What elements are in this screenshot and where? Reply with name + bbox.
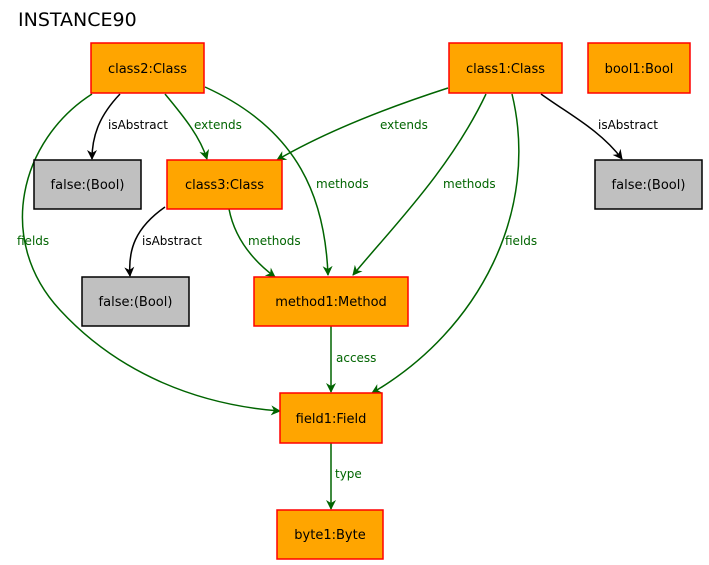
edge-class3-isabstract [124,206,166,277]
node-method1[interactable]: method1:Method [253,276,409,327]
edge-class1-fields [371,93,520,394]
edge-label-class1-isabstract: isAbstract [598,118,658,132]
node-label-byte1: byte1:Byte [294,528,365,543]
edge-label-field1-type: type [335,467,362,481]
edge-label-class1-extends: extends [380,118,428,132]
edge-label-class3-isabstract: isAbstract [142,234,202,248]
node-false-bool-1[interactable]: false:(Bool) [33,159,142,210]
node-label-false-bool-3: false:(Bool) [612,178,686,193]
edge-label-class1-fields: fields [505,234,537,248]
node-class1[interactable]: class1:Class [448,42,563,94]
node-class3[interactable]: class3:Class [166,159,283,210]
node-label-method1: method1:Method [275,295,387,310]
edge-class2-extends [164,93,210,160]
node-label-false-bool-1: false:(Bool) [51,178,125,193]
edge-label-class1-methods: methods [443,177,496,191]
edge-class1-isabstract [540,93,623,160]
diagram-title: INSTANCE90 [18,9,137,31]
node-label-class2: class2:Class [108,62,187,77]
node-byte1[interactable]: byte1:Byte [276,509,384,560]
edge-label-class2-fields: fields [17,234,49,248]
edge-class3-methods [228,208,276,278]
edges: isAbstract extends methods fields extend… [17,86,658,510]
node-bool1[interactable]: bool1:Bool [587,42,691,94]
edge-class2-isabstract [87,93,121,160]
node-label-false-bool-2: false:(Bool) [99,295,173,310]
node-false-bool-3[interactable]: false:(Bool) [594,159,703,210]
edge-class1-methods [352,93,487,276]
edge-label-class3-methods: methods [248,234,301,248]
node-label-class3: class3:Class [185,178,264,193]
node-class2[interactable]: class2:Class [90,42,205,94]
node-false-bool-2[interactable]: false:(Bool) [81,276,190,327]
edge-class1-extends [276,87,449,161]
edge-label-class2-methods: methods [316,177,369,191]
edge-label-class2-isabstract: isAbstract [108,118,168,132]
edge-class2-fields [21,93,281,416]
node-label-field1: field1:Field [296,412,367,427]
nodes: class2:Class class1:Class bool1:Bool fal… [33,42,703,560]
edge-class2-methods [204,86,333,276]
edge-label-class2-extends: extends [194,118,242,132]
node-label-bool1: bool1:Bool [605,62,674,77]
edge-label-method1-access: access [336,351,376,365]
node-label-class1: class1:Class [466,62,545,77]
node-field1[interactable]: field1:Field [279,392,383,444]
